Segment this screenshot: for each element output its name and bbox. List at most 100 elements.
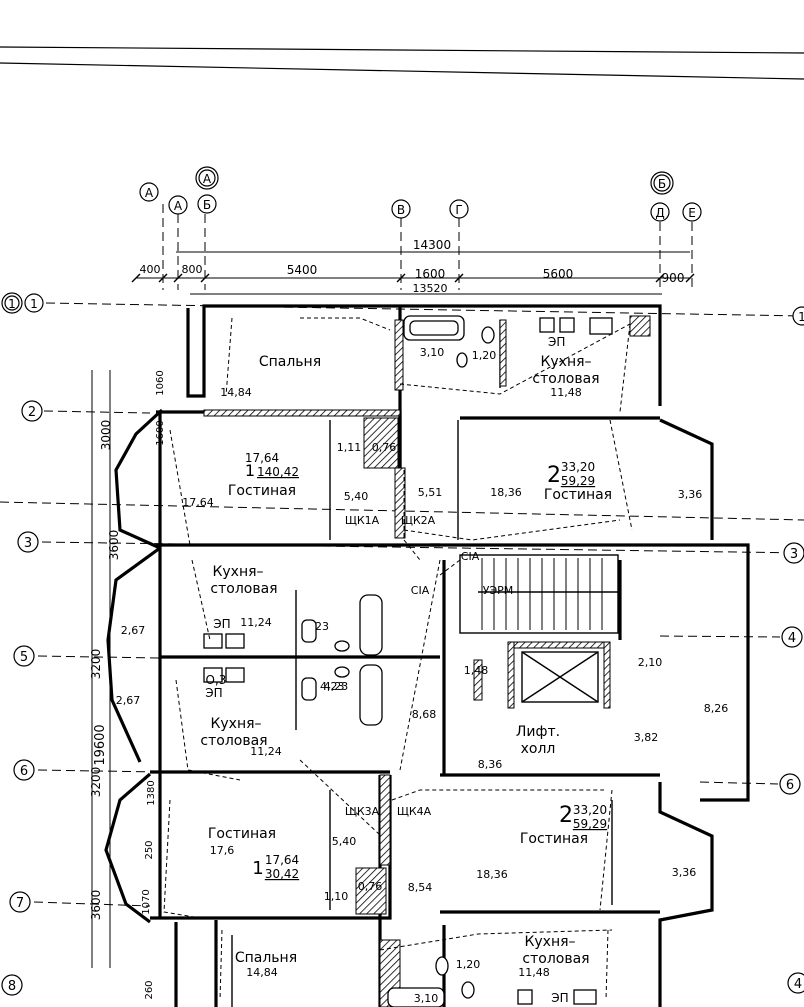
hatch-wall-1 xyxy=(203,409,401,417)
axis-line-6 xyxy=(37,769,161,773)
axis-bubble-1: 1 xyxy=(24,293,44,313)
dim-left-3200-b: 3200 xyxy=(89,767,103,798)
toilet-mid-a xyxy=(301,619,317,643)
sink-top xyxy=(456,352,468,368)
label-stove-code: О,3 xyxy=(206,673,227,687)
svg-text:5: 5 xyxy=(20,650,28,665)
wire-11 xyxy=(191,559,211,641)
svg-text:Г: Г xyxy=(455,203,462,217)
axis-bubble-a: А xyxy=(168,195,188,215)
lift-cross-2 xyxy=(521,651,599,703)
svg-text:8: 8 xyxy=(8,979,16,994)
label-apt1-top-frac-bottom: 140,42 xyxy=(257,465,299,479)
label-loggia-b: 2,67 xyxy=(116,694,141,707)
axis-bubble-a-double: А xyxy=(195,166,219,190)
wire-14 xyxy=(391,789,604,801)
stove-top-a xyxy=(539,317,555,333)
dimension-tick xyxy=(655,273,665,283)
axis-line-6b xyxy=(699,781,779,785)
svg-text:Б: Б xyxy=(203,198,211,212)
lift-car xyxy=(521,651,599,703)
svg-text:А: А xyxy=(203,172,212,186)
wall-top xyxy=(186,304,662,406)
svg-text:В: В xyxy=(397,203,405,217)
label-bath-top-area: 3,10 xyxy=(420,346,445,359)
sink-low xyxy=(461,981,475,999)
svg-text:Б: Б xyxy=(658,177,666,191)
dim-left-1380: 1380 xyxy=(146,780,157,805)
axis-line-5 xyxy=(37,655,161,659)
label-living-right-top: Гостиная xyxy=(544,487,612,503)
axis-bubble-4-right: 4 xyxy=(781,626,803,648)
label-panel-3: ЩК3А xyxy=(345,805,380,818)
dimension-tick xyxy=(158,273,168,283)
dim-left-3200-a: 3200 xyxy=(89,649,103,680)
svg-text:2: 2 xyxy=(28,405,36,420)
label-kitchen-mid-area: 11,24 xyxy=(240,616,272,629)
axis-bubble-3-right: 3 xyxy=(783,542,804,564)
label-bedroom-top: Спальня xyxy=(259,354,321,370)
axis-bubble-3: 3 xyxy=(17,531,39,553)
label-bedroom-low-area: 14,84 xyxy=(246,966,278,979)
label-living-left-low-area: 17,6 xyxy=(210,844,235,857)
label-kitchen-top-2: столовая xyxy=(532,371,599,387)
label-apt1-low-number: 1 xyxy=(252,858,263,879)
wall-bay-low-right xyxy=(658,782,714,1007)
dimension-tick xyxy=(396,273,406,283)
dimension-tick xyxy=(173,273,183,283)
dim-inner: 13520 xyxy=(413,282,448,295)
room-labels: Спальня 14,84 3,10 1,20 ЭП Кухня– столов… xyxy=(116,335,729,1005)
svg-text:3: 3 xyxy=(24,536,32,551)
stair-well xyxy=(459,554,619,634)
label-apt1-top-number: 1 xyxy=(245,461,255,480)
axis-bubble-g: Г xyxy=(449,199,469,219)
label-closet-c: 1,10 xyxy=(324,890,349,903)
bathtub-top-inner xyxy=(409,320,459,336)
hatch-shaft xyxy=(473,659,483,701)
label-sia-1: СIA xyxy=(411,584,430,597)
hatch-bath-top xyxy=(394,319,404,391)
label-hall-left-top: 5,40 xyxy=(344,490,369,503)
label-living-right-low-area: 18,36 xyxy=(476,868,508,881)
stove-low-a xyxy=(517,989,533,1005)
stair-steps xyxy=(481,558,603,630)
svg-text:7: 7 xyxy=(16,896,24,911)
hatch-lift-left xyxy=(507,641,515,709)
label-living-right-low: Гостиная xyxy=(520,831,588,847)
wire-17 xyxy=(219,929,223,1001)
label-bath-mid-area: 4,23 xyxy=(324,680,349,693)
stove-mid-c xyxy=(203,667,223,683)
axis-bubble-8: 8 xyxy=(1,974,23,996)
dim-left-260: 260 xyxy=(144,980,155,999)
label-corridor-area-2: 3,82 xyxy=(634,731,659,744)
sink-kitchen-low xyxy=(573,989,597,1005)
dim-5600: 5600 xyxy=(543,267,574,281)
label-bath-low-area: 3,10 xyxy=(414,992,439,1005)
hatch-vent-top xyxy=(629,315,651,337)
axis-line-2b xyxy=(0,501,804,521)
fixtures xyxy=(203,315,613,1007)
axis-bubble-d: Д xyxy=(650,202,670,222)
label-apt2-top-frac-bottom: 59,29 xyxy=(561,474,595,488)
stove-mid-d xyxy=(225,667,245,683)
label-kitchen-low-area: 11,24 xyxy=(250,745,282,758)
label-closet-a: 1,11 xyxy=(337,441,362,454)
wall-stair-block xyxy=(700,543,750,802)
wire-12 xyxy=(175,679,241,781)
column-axis-bubbles: А А А Б В Г Б Д xyxy=(139,166,702,222)
sink-mid-b xyxy=(334,666,350,678)
svg-text:4: 4 xyxy=(788,631,796,646)
label-wc-top-area: 1,20 xyxy=(472,349,497,362)
label-sia-2: СIA xyxy=(461,550,480,563)
axis-bubble-a-small: А xyxy=(139,182,159,202)
label-kitchen-low-1: Кухня– xyxy=(210,716,261,732)
label-living-right-top-area: 18,36 xyxy=(490,486,522,499)
label-balcony-right-top: 3,36 xyxy=(678,488,703,501)
hatch-closet-top xyxy=(363,417,399,469)
label-stove-top: ЭП xyxy=(548,335,565,349)
label-apt2-low-number: 2 xyxy=(559,803,573,828)
wall-bay-low-left xyxy=(104,772,152,924)
axis-line-1 xyxy=(45,302,804,317)
label-living-left-top-area: 17,64 xyxy=(182,496,214,509)
bathtub-low xyxy=(387,987,445,1007)
